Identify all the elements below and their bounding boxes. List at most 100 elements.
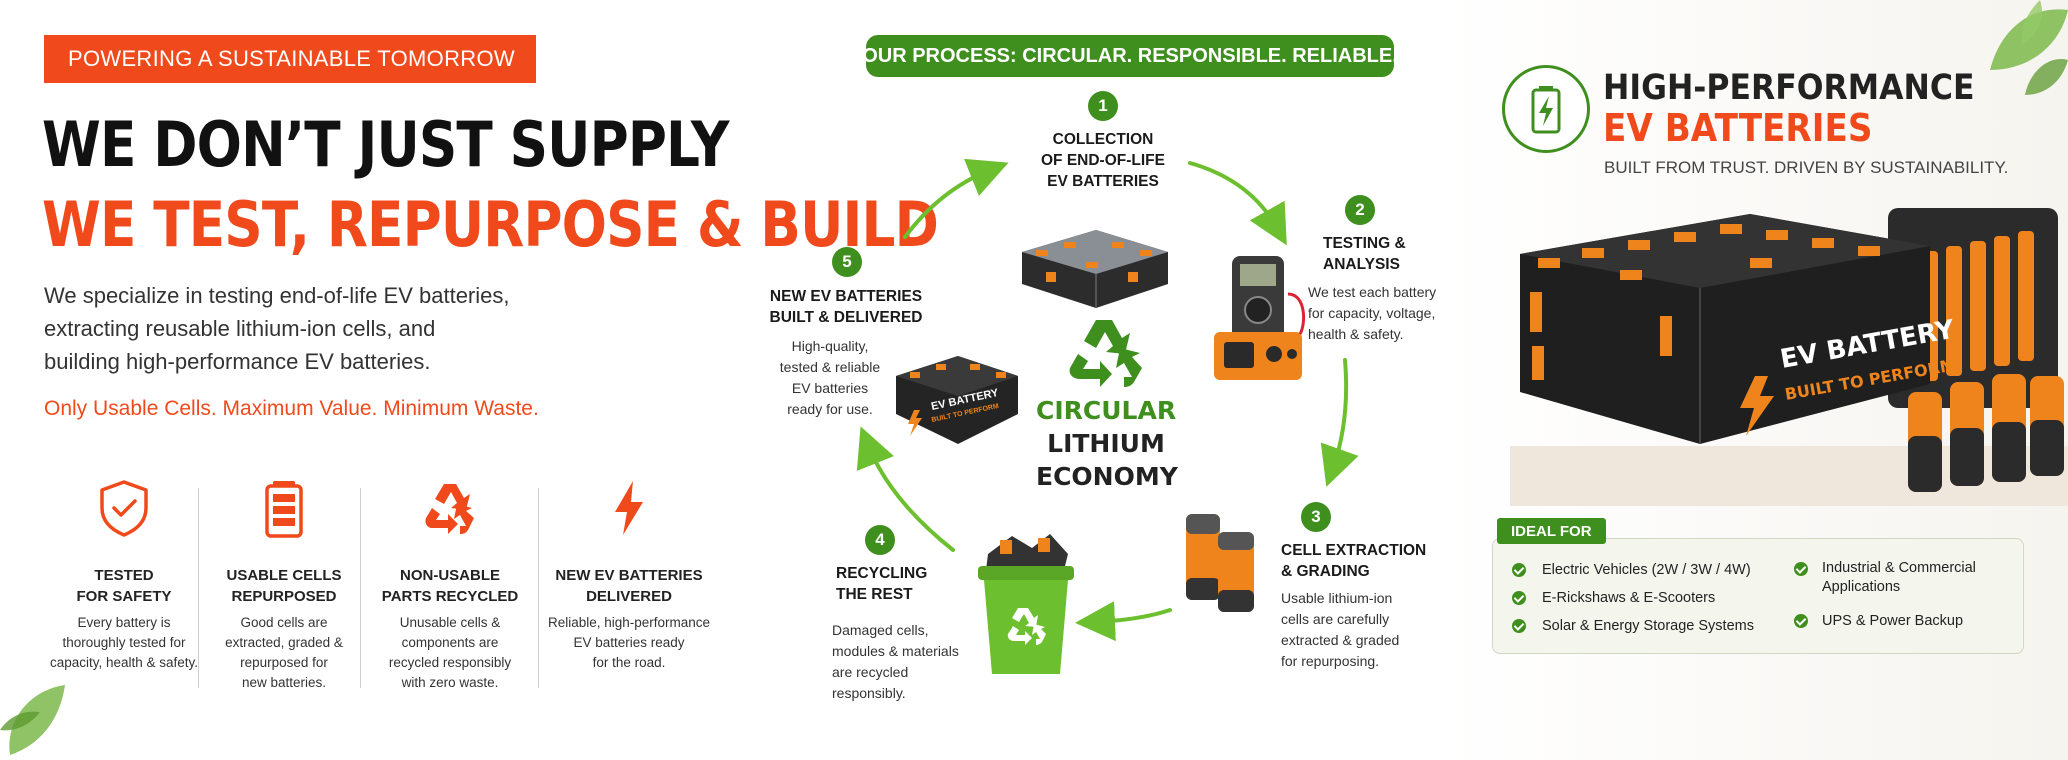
- step-2-description: We test each battery for capacity, volta…: [1308, 282, 1478, 345]
- step-desc-line: High-quality,: [791, 338, 869, 354]
- step-title-line: TESTING &: [1323, 235, 1406, 252]
- ideal-item: E-Rickshaws & E-Scooters: [1542, 590, 1716, 606]
- step-title-line: CELL EXTRACTION: [1281, 542, 1427, 559]
- feature-description: Reliable, high-performance EV batteries …: [542, 613, 716, 673]
- feature-desc-line: Every battery is: [77, 615, 171, 630]
- step-desc-line: extracted & graded: [1281, 632, 1400, 648]
- step-desc-line: modules & materials: [832, 643, 959, 659]
- intro-line: building high-performance EV batteries.: [44, 349, 431, 374]
- feature-desc-line: thoroughly tested for: [62, 635, 186, 650]
- feature-title-line: PARTS RECYCLED: [381, 588, 519, 605]
- process-heading: OUR PROCESS: CIRCULAR. RESPONSIBLE. RELI…: [862, 35, 1398, 77]
- feature-row: TESTED FOR SAFETY Every battery is thoro…: [44, 478, 724, 690]
- intro-paragraph: We specialize in testing end-of-life EV …: [44, 279, 604, 378]
- step-1-title: COLLECTION OF END-OF-LIFE EV BATTERIES: [1010, 129, 1196, 192]
- center-title-line: CIRCULAR: [1036, 396, 1177, 425]
- feature-usable-cells: USABLE CELLS REPURPOSED Good cells are e…: [204, 478, 364, 690]
- feature-desc-line: new batteries.: [241, 675, 327, 690]
- right-subheading: BUILT FROM TRUST. DRIVEN BY SUSTAINABILI…: [1604, 158, 2009, 177]
- headline-line-1: WE DON’T JUST SUPPLY: [42, 108, 729, 181]
- step-title-line: COLLECTION: [1052, 131, 1154, 148]
- center-title: CIRCULAR LITHIUM ECONOMY: [1036, 394, 1178, 493]
- shield-check-icon: [100, 480, 148, 537]
- hero-battery-pack-illustration: EV BATTERY BUILT TO PERFORM: [1510, 208, 2068, 506]
- step-number-2: 2: [1345, 195, 1375, 225]
- feature-desc-line: recycled responsibly: [388, 655, 512, 670]
- feature-desc-line: Reliable, high-performance: [547, 615, 711, 630]
- step-desc-line: for capacity, voltage,: [1308, 305, 1436, 321]
- step-desc-line: EV batteries: [791, 380, 869, 396]
- leaf-decoration-icon: [1990, 0, 2068, 95]
- feature-desc-line: Good cells are: [240, 615, 328, 630]
- ideal-item: UPS & Power Backup: [1822, 613, 1964, 629]
- step-5-title: NEW EV BATTERIES BUILT & DELIVERED: [766, 286, 926, 328]
- ideal-for-label: IDEAL FOR: [1497, 518, 1606, 544]
- feature-desc-line: with zero waste.: [401, 675, 499, 690]
- feature-title: NEW EV BATTERIES DELIVERED: [542, 565, 716, 607]
- feature-divider: [360, 488, 361, 688]
- ideal-item: Electric Vehicles (2W / 3W / 4W): [1542, 562, 1751, 578]
- feature-title-line: FOR SAFETY: [76, 588, 172, 605]
- feature-desc-line: components are: [401, 635, 499, 650]
- step-desc-line: cells are carefully: [1281, 611, 1390, 627]
- recycling-bin-icon: [978, 534, 1074, 674]
- step-desc-line: Damaged cells,: [832, 622, 929, 638]
- ideal-item-line: Applications: [1822, 579, 1901, 595]
- feature-divider: [538, 488, 539, 688]
- step-number-4: 4: [865, 525, 895, 555]
- feature-title: TESTED FOR SAFETY: [44, 565, 204, 607]
- step-desc-line: ready for use.: [787, 401, 873, 417]
- step-desc-line: are recycled: [832, 664, 909, 680]
- step-title-line: NEW EV BATTERIES: [769, 288, 923, 305]
- check-icon: [1794, 562, 1808, 576]
- motto-text: Only Usable Cells. Maximum Value. Minimu…: [44, 397, 539, 420]
- step-desc-line: tested & reliable: [779, 359, 881, 375]
- feature-desc-line: repurposed for: [240, 655, 328, 670]
- step-4-description: Damaged cells, modules & materials are r…: [832, 620, 972, 704]
- battery-packs-illustration: [1022, 230, 1168, 308]
- step-number-1: 1: [1088, 91, 1118, 121]
- step-desc-line: Usable lithium-ion: [1281, 590, 1393, 606]
- check-icon: [1794, 614, 1808, 628]
- battery-icon: [265, 481, 303, 538]
- intro-line: We specialize in testing end-of-life EV …: [44, 283, 510, 308]
- step-number-3: 3: [1301, 502, 1331, 532]
- recycle-icon: [425, 484, 474, 534]
- step-title-line: RECYCLING: [836, 565, 928, 582]
- step-desc-line: responsibly.: [832, 685, 906, 701]
- check-icon: [1512, 563, 1526, 577]
- step-5-description: High-quality, tested & reliable EV batte…: [770, 336, 890, 420]
- step-desc-line: We test each battery: [1308, 284, 1437, 300]
- check-icon: [1512, 619, 1526, 633]
- feature-desc-line: Unusable cells &: [399, 615, 501, 630]
- headline-line-2: WE TEST, REPURPOSE & BUILD: [42, 188, 939, 261]
- feature-divider: [198, 488, 199, 688]
- step-title-line: OF END-OF-LIFE: [1041, 152, 1165, 169]
- step-desc-line: for repurposing.: [1281, 653, 1380, 669]
- feature-title-line: TESTED: [94, 567, 154, 584]
- feature-title-line: DELIVERED: [586, 588, 672, 605]
- leaf-decoration-icon: [0, 685, 65, 755]
- feature-title-line: NON-USABLE: [400, 567, 500, 584]
- lightning-icon: [615, 481, 643, 535]
- right-heading-line-1: HIGH-PERFORMANCE: [1603, 68, 1975, 108]
- feature-desc-line: capacity, health & safety.: [49, 655, 199, 670]
- feature-title-line: NEW EV BATTERIES: [555, 567, 703, 584]
- step-desc-line: health & safety.: [1308, 326, 1404, 342]
- feature-parts-recycled: NON-USABLE PARTS RECYCLED Unusable cells…: [370, 478, 530, 690]
- feature-desc-line: extracted, graded &: [225, 635, 343, 650]
- step-title-line: & GRADING: [1281, 563, 1370, 580]
- feature-title: USABLE CELLS REPURPOSED: [204, 565, 364, 607]
- ideal-for-panel: [1492, 538, 2024, 654]
- feature-description: Good cells are extracted, graded & repur…: [204, 613, 364, 693]
- feature-title: NON-USABLE PARTS RECYCLED: [370, 565, 530, 607]
- feature-desc-line: for the road.: [592, 655, 666, 670]
- step-3-title: CELL EXTRACTION & GRADING: [1281, 540, 1451, 582]
- step-title-line: ANALYSIS: [1323, 256, 1400, 273]
- tagline-banner: POWERING A SUSTAINABLE TOMORROW: [44, 35, 536, 83]
- step-title-line: EV BATTERIES: [1047, 173, 1159, 190]
- new-battery-pack-illustration: EV BATTERY BUILT TO PERFORM: [896, 356, 1018, 444]
- battery-charging-icon: [1531, 86, 1561, 134]
